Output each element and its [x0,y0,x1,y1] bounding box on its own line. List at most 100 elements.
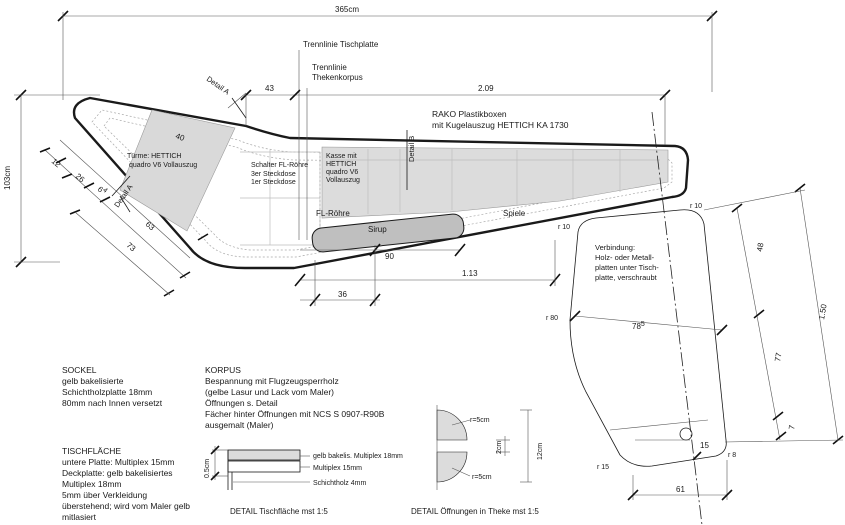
svg-text:Öffnungen s. Detail: Öffnungen s. Detail [205,398,278,408]
trennlinie-tischplatte-label: Trennlinie Tischplatte [303,40,379,49]
dim-26-label: 26 [74,172,87,185]
dim-12-label: 12 [50,157,63,170]
verbindung-2: Holz- oder Metall- [595,253,655,262]
dim-73-label: 73 [125,241,138,254]
dim-61-label: 61 [676,485,685,494]
detail-b-label: Detail B [407,136,416,162]
svg-text:Fächer hinter Öffnungen mit NC: Fächer hinter Öffnungen mit NCS S 0907-R… [205,409,385,419]
dim-40-label: 40 [174,131,186,143]
dimension-total-width: 365cm [57,5,718,100]
svg-text:KORPUS: KORPUS [205,365,241,375]
dim-90-label: 90 [385,252,394,261]
svg-text:2cm: 2cm [496,441,503,454]
svg-text:80mm nach Innen versetzt: 80mm nach Innen versetzt [62,398,163,408]
tabletop-bottom-details [609,419,733,501]
svg-text:(gelbe Lasur und Lack vom Male: (gelbe Lasur und Lack vom Maler) [205,387,334,397]
svg-text:12cm: 12cm [537,443,544,460]
svg-text:r=5cm: r=5cm [470,417,490,424]
dim-63-label: 63 [144,220,157,233]
detail-b-marker: Detail B [406,130,416,190]
dim-15-label: 15 [700,441,709,450]
svg-text:Multiplex 18mm: Multiplex 18mm [62,479,122,489]
dim-43-label: 43 [265,84,274,93]
svg-text:r=5cm: r=5cm [472,474,492,481]
dim-64-label: 64 [96,184,109,197]
hettich-label-2: quadro V6 Vollauszug [129,162,197,169]
dim-7-label: 7 [787,424,797,430]
thekenkorpus-label: Thekenkorpus [312,73,363,82]
svg-text:überstehend; wird vom Maler ge: überstehend; wird vom Maler gelb [62,501,190,511]
svg-text:gelb bakelis. Multiplex 18mm: gelb bakelis. Multiplex 18mm [313,453,403,460]
svg-text:gelb bakelisierte: gelb bakelisierte [62,376,124,386]
dim-77-label: 77 [773,351,784,362]
dim-36-label: 36 [338,290,347,299]
svg-text:Schichtholzplatte 18mm: Schichtholzplatte 18mm [62,387,152,397]
detail-tischflaeche: 0.5cm gelb bakelis. Multiplex 18mm Multi… [204,445,403,516]
svg-text:5mm über Verkleidung: 5mm über Verkleidung [62,490,147,500]
r10b-label: r 10 [558,224,570,231]
hettich-label-1: Türme: HETTICH [127,153,181,160]
notes-sockel: SOCKEL gelb bakelisierte Schichtholzplat… [62,365,163,408]
rako-label-1: RAKO Plastikboxen [432,109,507,119]
r80-label: r 80 [546,315,558,322]
right-side-dimensions [703,183,844,445]
dimension-43-209 [240,89,671,145]
spiele-label: Spiele [503,209,526,218]
separation-lines [298,50,308,240]
svg-text:SOCKEL: SOCKEL [62,365,97,375]
schalter-label-3: 1er Steckdose [251,179,296,186]
sirup-bar [311,213,465,253]
total-width-label: 365cm [335,5,359,14]
inner-offset-line [91,109,673,258]
verbindung-4: platte, verschraubt [595,273,658,282]
schalter-label-1: Schalter FL-Röhre [251,162,308,169]
detail-a-top-marker: Detail A [205,74,247,119]
fl-roehre-label: FL-Röhre [316,209,350,218]
depth-label: 103cm [3,166,12,190]
svg-text:untere Platte: Multiplex 15mm: untere Platte: Multiplex 15mm [62,457,174,467]
compartment-lines [240,150,321,246]
notes-tischflaeche: TISCHFLÄCHE untere Platte: Multiplex 15m… [62,446,190,522]
kasse-label-1: Kasse mit [326,153,357,160]
svg-text:Multiplex 15mm: Multiplex 15mm [313,465,362,472]
detail-oeffnungen: r=5cm r=5cm 2cm 12cm DETAIL Öffnungen in… [411,405,544,516]
bottom-dimensions [294,240,561,307]
dim-150-label: 1.50 [817,303,829,320]
kasse-label-2: HETTICH [326,161,356,168]
svg-text:DETAIL Öffnungen in Theke mst: DETAIL Öffnungen in Theke mst 1:5 [411,507,539,516]
hettich-tower-area [119,109,236,232]
counter-outline [72,96,690,270]
svg-text:Bespannung mit Flugzeugsperrho: Bespannung mit Flugzeugsperrholz [205,376,339,386]
kasse-label-3: quadro V6 [326,169,358,176]
rako-box-dividers [330,149,660,214]
schalter-label-2: 3er Steckdose [251,171,296,178]
tabletop-outline [569,209,727,467]
notes-korpus: KORPUS Bespannung mit Flugzeugsperrholz … [205,365,385,430]
trennlinie-label: Trennlinie [312,63,347,72]
svg-text:TISCHFLÄCHE: TISCHFLÄCHE [62,446,121,456]
svg-text:ausgemalt (Maler): ausgemalt (Maler) [205,420,274,430]
left-angled-dimensions [39,139,209,297]
dimension-depth: 103cm [3,89,100,268]
sirup-label: Sirup [368,225,387,234]
svg-text:0.5cm: 0.5cm [204,459,211,478]
r8-label: r 8 [728,452,736,459]
verbindung-1: Verbindung: [595,243,635,252]
center-axis [651,111,703,525]
r10a-label: r 10 [690,203,702,210]
kasse-label-4: Vollauszug [326,177,360,184]
svg-text:DETAIL Tischfläche mst 1:5: DETAIL Tischfläche mst 1:5 [230,507,328,516]
rako-boxes-area [321,146,669,219]
detail-a-top-label: Detail A [205,74,231,96]
dim-785-label: 785 [632,321,645,331]
dimension-785 [569,310,728,336]
svg-text:mitlasiert: mitlasiert [62,512,97,522]
dim-209-label: 2.09 [478,84,494,93]
r15-label: r 15 [597,464,609,471]
svg-text:Schichtholz 4mm: Schichtholz 4mm [313,480,366,487]
dim-48-label: 48 [755,241,766,252]
verbindung-3: platten unter Tisch- [595,263,659,272]
svg-text:Deckplatte: gelb bakelisiertes: Deckplatte: gelb bakelisiertes [62,468,173,478]
rako-label-2: mit Kugelauszug HETTICH KA 1730 [432,120,569,130]
